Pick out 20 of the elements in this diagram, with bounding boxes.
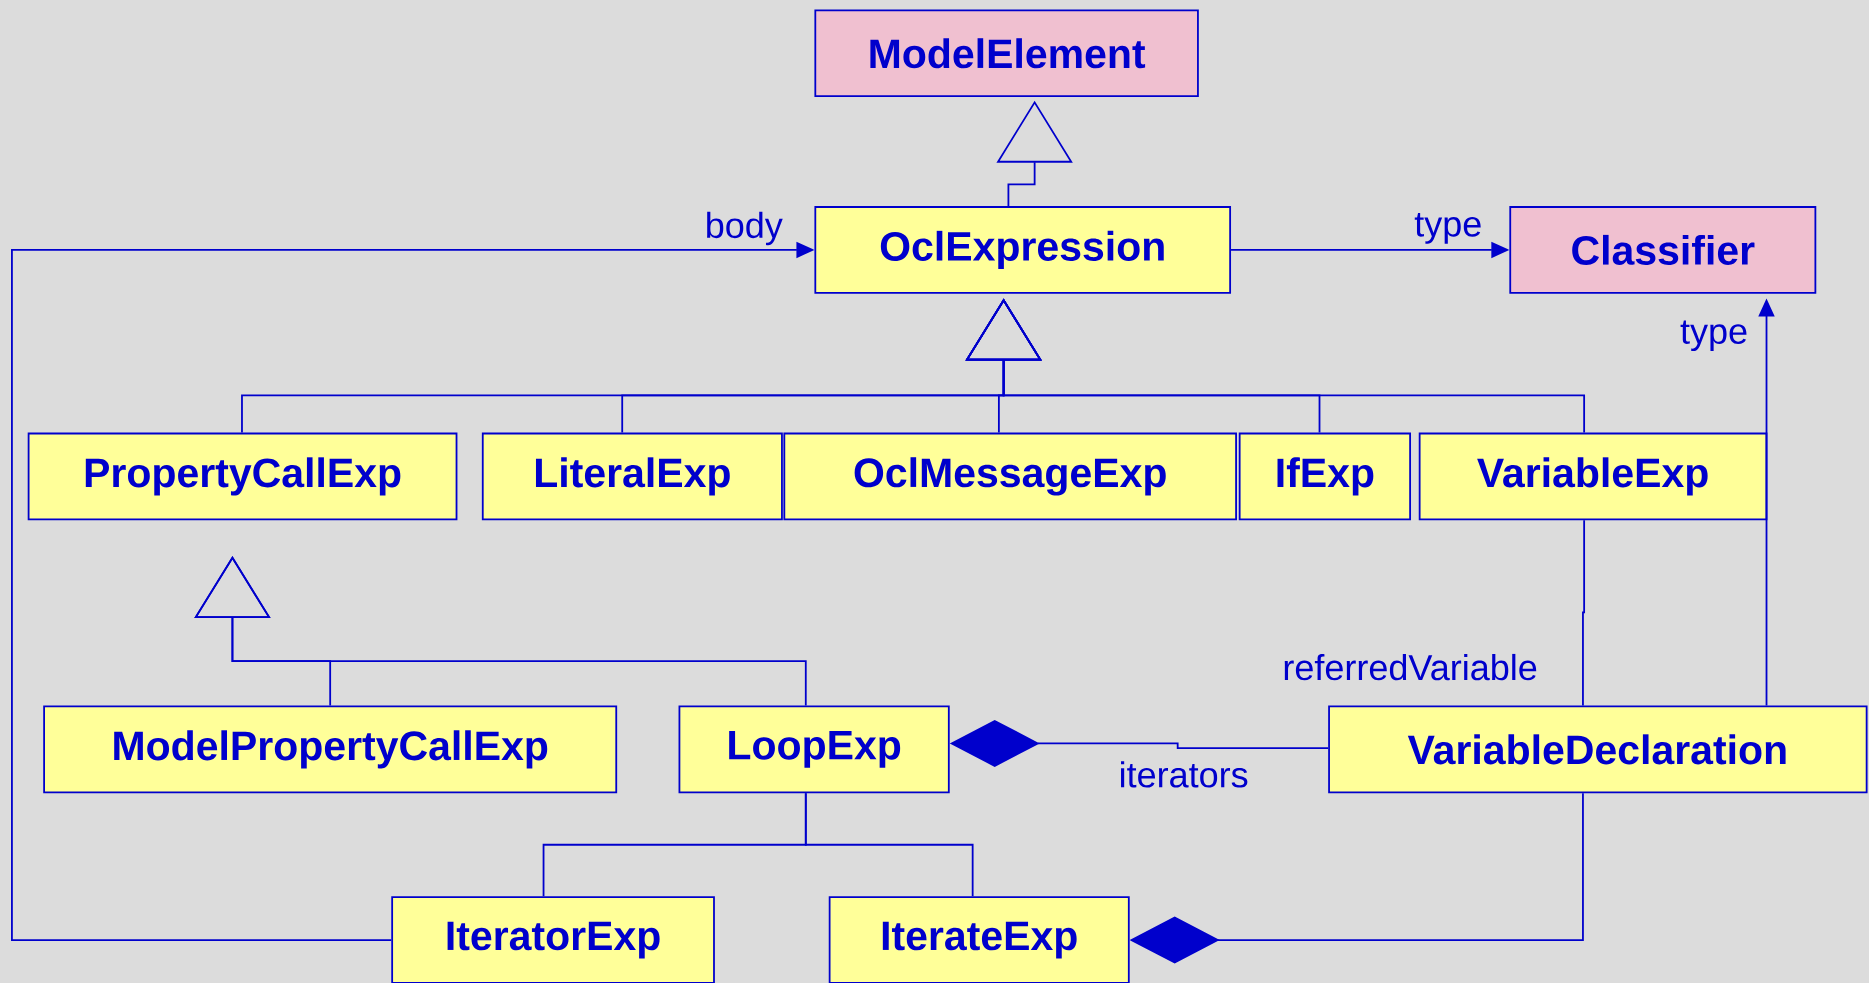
edge-label: type bbox=[1679, 319, 1750, 353]
class-box: ModelElement bbox=[814, 9, 1199, 98]
class-box: OclExpression bbox=[814, 206, 1231, 294]
connector-line bbox=[804, 792, 974, 898]
class-box: LoopExp bbox=[678, 705, 950, 794]
class-box: ModelPropertyCallExp bbox=[43, 705, 618, 794]
edge-label: iterators bbox=[1117, 760, 1250, 789]
edge-label: referredVariable bbox=[1281, 652, 1539, 682]
class-box: VariableExp bbox=[1418, 432, 1768, 521]
edge-label: type bbox=[1413, 212, 1484, 245]
association-line bbox=[1582, 519, 1586, 707]
class-box: IteratorExp bbox=[391, 896, 715, 983]
class-box: LiteralExp bbox=[481, 432, 783, 521]
class-box: VariableDeclaration bbox=[1328, 705, 1868, 794]
class-box: IterateExp bbox=[828, 896, 1130, 983]
generalization-arrow bbox=[194, 556, 807, 707]
class-box: Classifier bbox=[1509, 206, 1817, 294]
class-box: IfExp bbox=[1238, 432, 1411, 521]
edge-label: body bbox=[703, 210, 784, 247]
class-box: PropertyCallExp bbox=[27, 432, 458, 521]
